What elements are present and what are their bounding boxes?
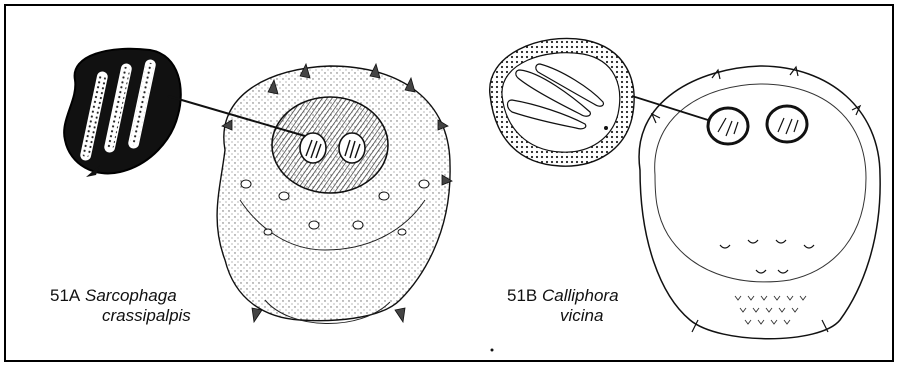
spiracle-left-a [300,133,326,163]
calliphora-posterior-view [639,66,880,339]
caption-51a-species: crassipalpis [102,306,191,325]
caption-51b-number: 51B [507,286,537,306]
caption-51b: 51B Calliphora [507,286,619,306]
caption-51b-species: vicina [560,306,603,325]
sarcophaga-spiracle-inset [64,49,181,177]
caption-51b-line2: vicina [560,306,603,326]
spiracle-right-a [339,133,365,163]
caption-51b-genus: Calliphora [542,286,619,305]
caption-51a: 51A Sarcophaga [50,286,177,306]
spiracle-left-b [708,108,748,144]
calliphora-spiracle-inset [490,38,634,166]
caption-51a-number: 51A [50,286,80,306]
caption-51a-genus: Sarcophaga [85,286,177,305]
caption-51a-line2: crassipalpis [102,306,191,326]
sarcophaga-posterior-view [217,64,452,324]
spiracle-right-b [767,106,807,142]
